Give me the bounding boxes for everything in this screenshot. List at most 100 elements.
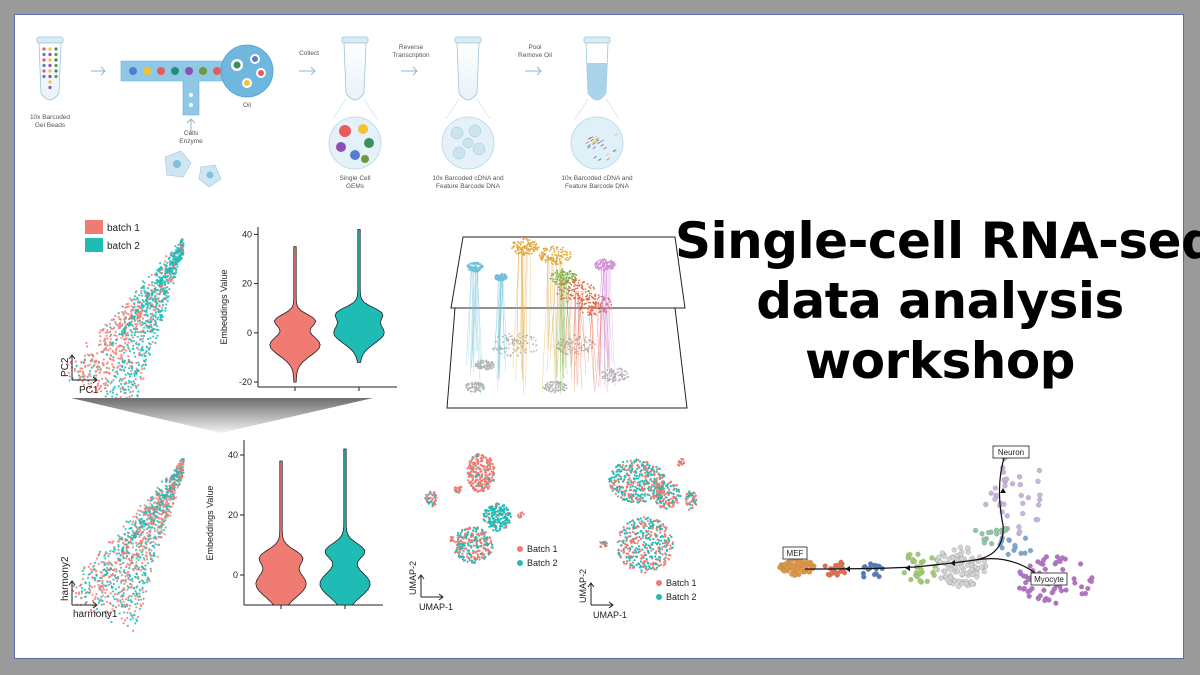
cell-point xyxy=(109,341,112,344)
cell-point xyxy=(502,335,504,338)
cdna-fragment xyxy=(614,133,619,137)
cell-point xyxy=(113,597,116,601)
cell-point xyxy=(144,568,147,571)
cell-point xyxy=(132,383,135,386)
cell-point xyxy=(497,503,501,506)
cell-point xyxy=(146,330,149,333)
cell-point xyxy=(655,470,658,473)
cdna-fragment xyxy=(587,144,591,147)
cell-point xyxy=(636,463,639,466)
cell-point xyxy=(165,255,168,258)
cell-point xyxy=(621,378,624,380)
cell-point xyxy=(492,529,495,532)
cell-point xyxy=(123,611,126,614)
cell-point xyxy=(173,491,176,495)
cell-point xyxy=(66,363,69,366)
cell-point xyxy=(472,456,475,459)
cell-point xyxy=(490,551,493,554)
cell-point xyxy=(545,388,548,391)
cell-point xyxy=(528,239,531,241)
cell-point xyxy=(530,242,532,245)
cell-point xyxy=(152,308,155,311)
cell-point xyxy=(480,384,483,387)
gel-bead xyxy=(48,47,52,51)
gel-bead xyxy=(48,52,52,57)
cell-point xyxy=(144,537,147,540)
cell-point xyxy=(96,580,99,583)
cell-point xyxy=(127,570,130,574)
cell-point xyxy=(587,339,590,341)
cell-point xyxy=(486,469,489,472)
cell-point xyxy=(496,521,499,524)
cell-point xyxy=(619,465,622,468)
cell-point xyxy=(613,377,616,380)
cell-point xyxy=(146,581,149,584)
cell-point xyxy=(114,314,117,318)
cell-point xyxy=(136,595,139,598)
violin-shape xyxy=(269,246,321,383)
cell-point xyxy=(466,560,469,564)
cell-point xyxy=(131,362,134,365)
cell-point xyxy=(135,362,138,365)
cell-point xyxy=(508,520,511,523)
gel-bead xyxy=(48,58,52,62)
gel-bead xyxy=(48,80,52,84)
cell-point xyxy=(126,534,130,537)
cell-point xyxy=(467,479,470,482)
cell-point xyxy=(117,327,121,330)
cell-point xyxy=(121,378,125,381)
cell-point xyxy=(154,305,157,308)
cell-point xyxy=(123,605,126,608)
cell-point xyxy=(474,475,477,478)
cell-point xyxy=(107,583,110,586)
cell-point xyxy=(86,387,89,390)
cell-point xyxy=(111,564,114,567)
cell-point xyxy=(501,341,504,344)
cell-point xyxy=(176,259,180,263)
cell-point xyxy=(140,365,143,368)
cell-point xyxy=(550,277,552,280)
cell-point xyxy=(94,595,97,598)
cell-point xyxy=(143,289,146,292)
cell-point xyxy=(486,487,490,490)
cell-point xyxy=(107,576,111,579)
cell-point xyxy=(136,619,139,623)
cell-point xyxy=(516,244,519,247)
cell-point xyxy=(125,565,128,568)
cell-point xyxy=(517,252,520,255)
cell-point xyxy=(131,562,134,565)
cell-point xyxy=(629,459,632,462)
cell-point xyxy=(175,475,178,478)
cell-point xyxy=(150,526,153,529)
cell-point xyxy=(99,329,102,332)
cell-point xyxy=(515,252,518,255)
cell-point xyxy=(469,535,472,538)
umap-left-legend-dot-1 xyxy=(517,546,523,552)
cell-point xyxy=(131,529,134,532)
cell-point xyxy=(563,389,566,392)
cell-point xyxy=(487,549,490,552)
cell-point xyxy=(129,350,132,353)
cell-point xyxy=(578,284,581,286)
cell-point xyxy=(121,385,124,388)
cell-point xyxy=(480,464,484,467)
cell-point xyxy=(101,594,104,597)
cell-point xyxy=(157,267,160,271)
cell-point xyxy=(97,382,100,385)
cell-point xyxy=(164,495,167,498)
cell-point xyxy=(484,537,487,540)
cell-point xyxy=(552,247,555,250)
cell-point xyxy=(126,574,129,577)
cell-point xyxy=(73,369,76,372)
cell-point xyxy=(141,294,144,297)
cell-point xyxy=(589,301,592,304)
cell-point xyxy=(611,368,613,371)
cell-point xyxy=(126,331,129,334)
cell-point xyxy=(112,550,115,553)
cell-point xyxy=(122,600,125,603)
cell-point xyxy=(139,603,142,606)
cell-point xyxy=(619,469,622,472)
cell-point xyxy=(118,570,121,573)
cell-point xyxy=(99,585,103,589)
